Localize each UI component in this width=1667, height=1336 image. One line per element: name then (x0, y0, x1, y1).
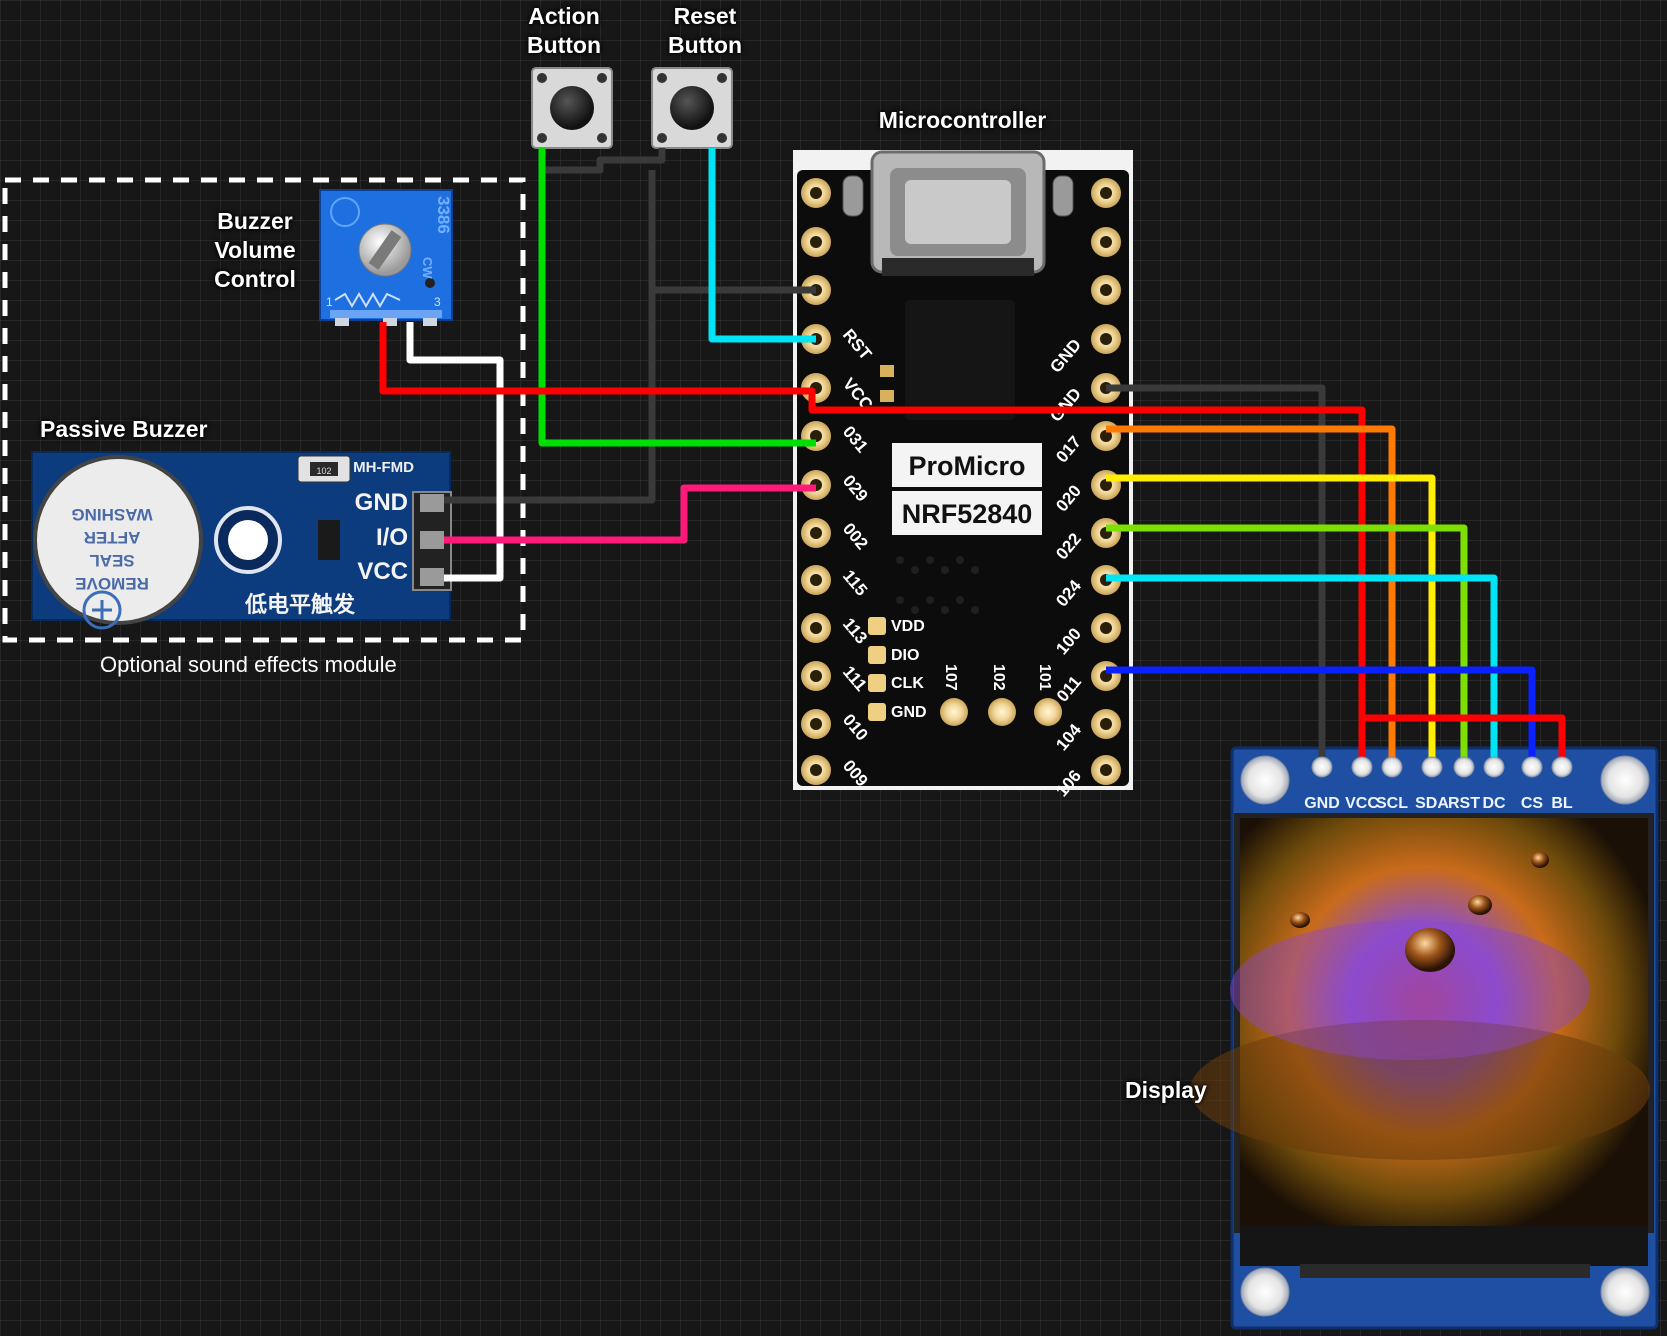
display-pin-pad (1551, 756, 1573, 778)
buzzer-trigger-note: 低电平触发 (244, 592, 356, 617)
wire-buzzer-io (440, 484, 816, 544)
promicro-chip: NRF52840 (902, 499, 1033, 529)
mcu-bottom-label-107: 107 (942, 664, 959, 691)
buzzer-pin-label-io: I/O (376, 524, 408, 551)
tft-display-module (1190, 746, 1659, 1330)
display-pin-pad (1351, 756, 1373, 778)
wire-sda (1106, 474, 1436, 767)
mcu-bottom-label-101: 101 (1036, 664, 1053, 691)
pot-pin3: 3 (434, 295, 441, 309)
wire-dc (1106, 574, 1498, 767)
buzzer-brand: MH-FMD (353, 459, 414, 476)
wire-reset (708, 148, 816, 343)
passive-buzzer-module: REMOVE SEAL AFTER WASHING (31, 451, 452, 630)
display-pin-pad (1483, 756, 1505, 778)
mcu-debug-label-DIO: DIO (891, 647, 919, 664)
promicro-board: ProMicro NRF52840 RSTVCC0310290021151131… (793, 150, 1133, 800)
display-pin-label-SCL: SCL (1376, 795, 1408, 812)
reset-button (651, 67, 733, 149)
mcu-debug-label-VDD: VDD (891, 618, 925, 635)
display-pin-label-VCC: VCC (1345, 795, 1379, 812)
wire-bl (1362, 714, 1566, 767)
pot-pin1: 1 (326, 295, 333, 309)
promicro-label-box (892, 443, 1042, 487)
display-pin-label-GND: GND (1304, 795, 1340, 812)
pot-cw: CW (420, 257, 435, 279)
microcontroller-label: Microcontroller (878, 107, 1047, 133)
action-button (531, 67, 613, 149)
buzzer-sticker-text: WASHING (71, 505, 152, 524)
wire-scl (1106, 425, 1396, 767)
wire-pot-out (406, 322, 504, 582)
buzzer-sticker-text: AFTER (84, 528, 141, 547)
display-pin-label-BL: BL (1551, 795, 1573, 812)
display-pin-label-RST: RST (1448, 795, 1480, 812)
wire-gnd-display (1106, 384, 1326, 767)
wire-rst (1106, 524, 1468, 767)
buzzer-sticker-text: REMOVE (75, 574, 149, 593)
buzzer-resistor-code: 102 (316, 466, 331, 476)
buzzer-pin-label-gnd: GND (355, 489, 408, 516)
mcu-debug-label-GND: GND (891, 704, 927, 721)
wire-action (538, 148, 816, 447)
potentiometer: 3386 CW 1 3 (319, 189, 453, 326)
display-pin-label-CS: CS (1521, 795, 1544, 812)
wires (379, 148, 1566, 767)
promicro-title: ProMicro (908, 451, 1025, 481)
mcu-bottom-label-102: 102 (990, 664, 1007, 691)
optional-module-box (2, 177, 526, 643)
display-pin-label-DC: DC (1482, 795, 1506, 812)
display-label: Display (1125, 1077, 1207, 1103)
mcu-debug-label-CLK: CLK (891, 675, 924, 692)
display-pin-pad (1453, 756, 1475, 778)
display-pin-pad (1521, 756, 1543, 778)
wire-cs (1106, 666, 1536, 767)
display-pin-pad (1311, 756, 1333, 778)
display-pin-pad (1421, 756, 1443, 778)
wire-gnd-buttons (538, 148, 666, 174)
passive-buzzer-label: Passive Buzzer (40, 416, 208, 442)
wire-vcc (379, 322, 1366, 767)
pot-code: 3386 (434, 196, 453, 234)
optional-module-caption: Optional sound effects module (100, 652, 397, 677)
wire-gnd-bus (440, 170, 656, 504)
buzzer-pin-label-vcc: VCC (357, 558, 408, 585)
display-pin-label-SDA: SDA (1415, 795, 1449, 812)
buzzer-sticker-text: SEAL (89, 551, 134, 570)
display-pin-pad (1381, 756, 1403, 778)
buzzer-pin-header (420, 494, 444, 586)
